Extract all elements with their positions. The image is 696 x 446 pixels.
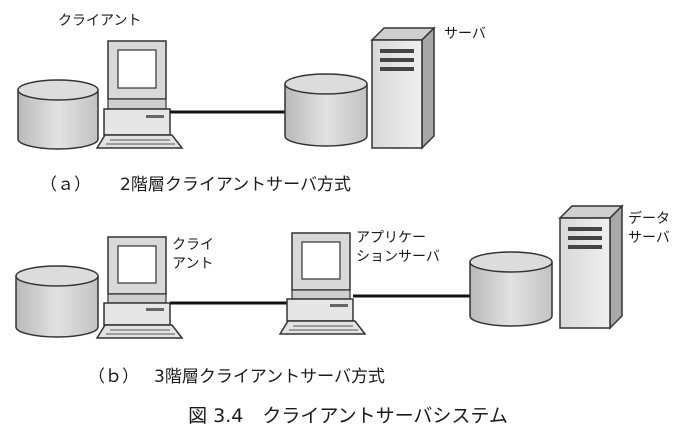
database-icon (284, 73, 368, 147)
caption-a-marker: （ａ） (40, 175, 91, 195)
server-tower-icon (558, 204, 624, 330)
server-tower-icon (370, 26, 436, 150)
application-server-icon (278, 232, 367, 335)
diagram-b: クライ アント アプリケー ションサーバ データ サーバ （ｂ） 3階層クライア… (15, 204, 670, 387)
data-server-label-line1: データ (628, 210, 670, 227)
server-label: サーバ (444, 26, 486, 42)
client-label-line2: アント (172, 256, 213, 272)
client-label-line1: クライ (172, 237, 214, 253)
diagram-a: クライアント サーバ （ａ） 2階層クライアントサーバ方式 (17, 13, 486, 195)
app-server-label-line2: ションサーバ (356, 249, 440, 265)
client-computer-icon (95, 236, 184, 339)
caption-b-text: 3階層クライアントサーバ方式 (154, 367, 385, 387)
client-computer-icon (95, 40, 184, 149)
data-server-label-line2: サーバ (628, 230, 670, 246)
app-server-label-line1: アプリケー (356, 230, 426, 246)
caption-a-text: 2階層クライアントサーバ方式 (120, 175, 351, 195)
database-icon (15, 265, 99, 338)
database-icon (469, 251, 553, 327)
client-label: クライアント (58, 13, 141, 29)
database-icon (17, 79, 99, 150)
caption-b-marker: （ｂ） (88, 367, 139, 387)
figure-caption: 図 3.4 クライアントサーバシステム (188, 405, 508, 427)
